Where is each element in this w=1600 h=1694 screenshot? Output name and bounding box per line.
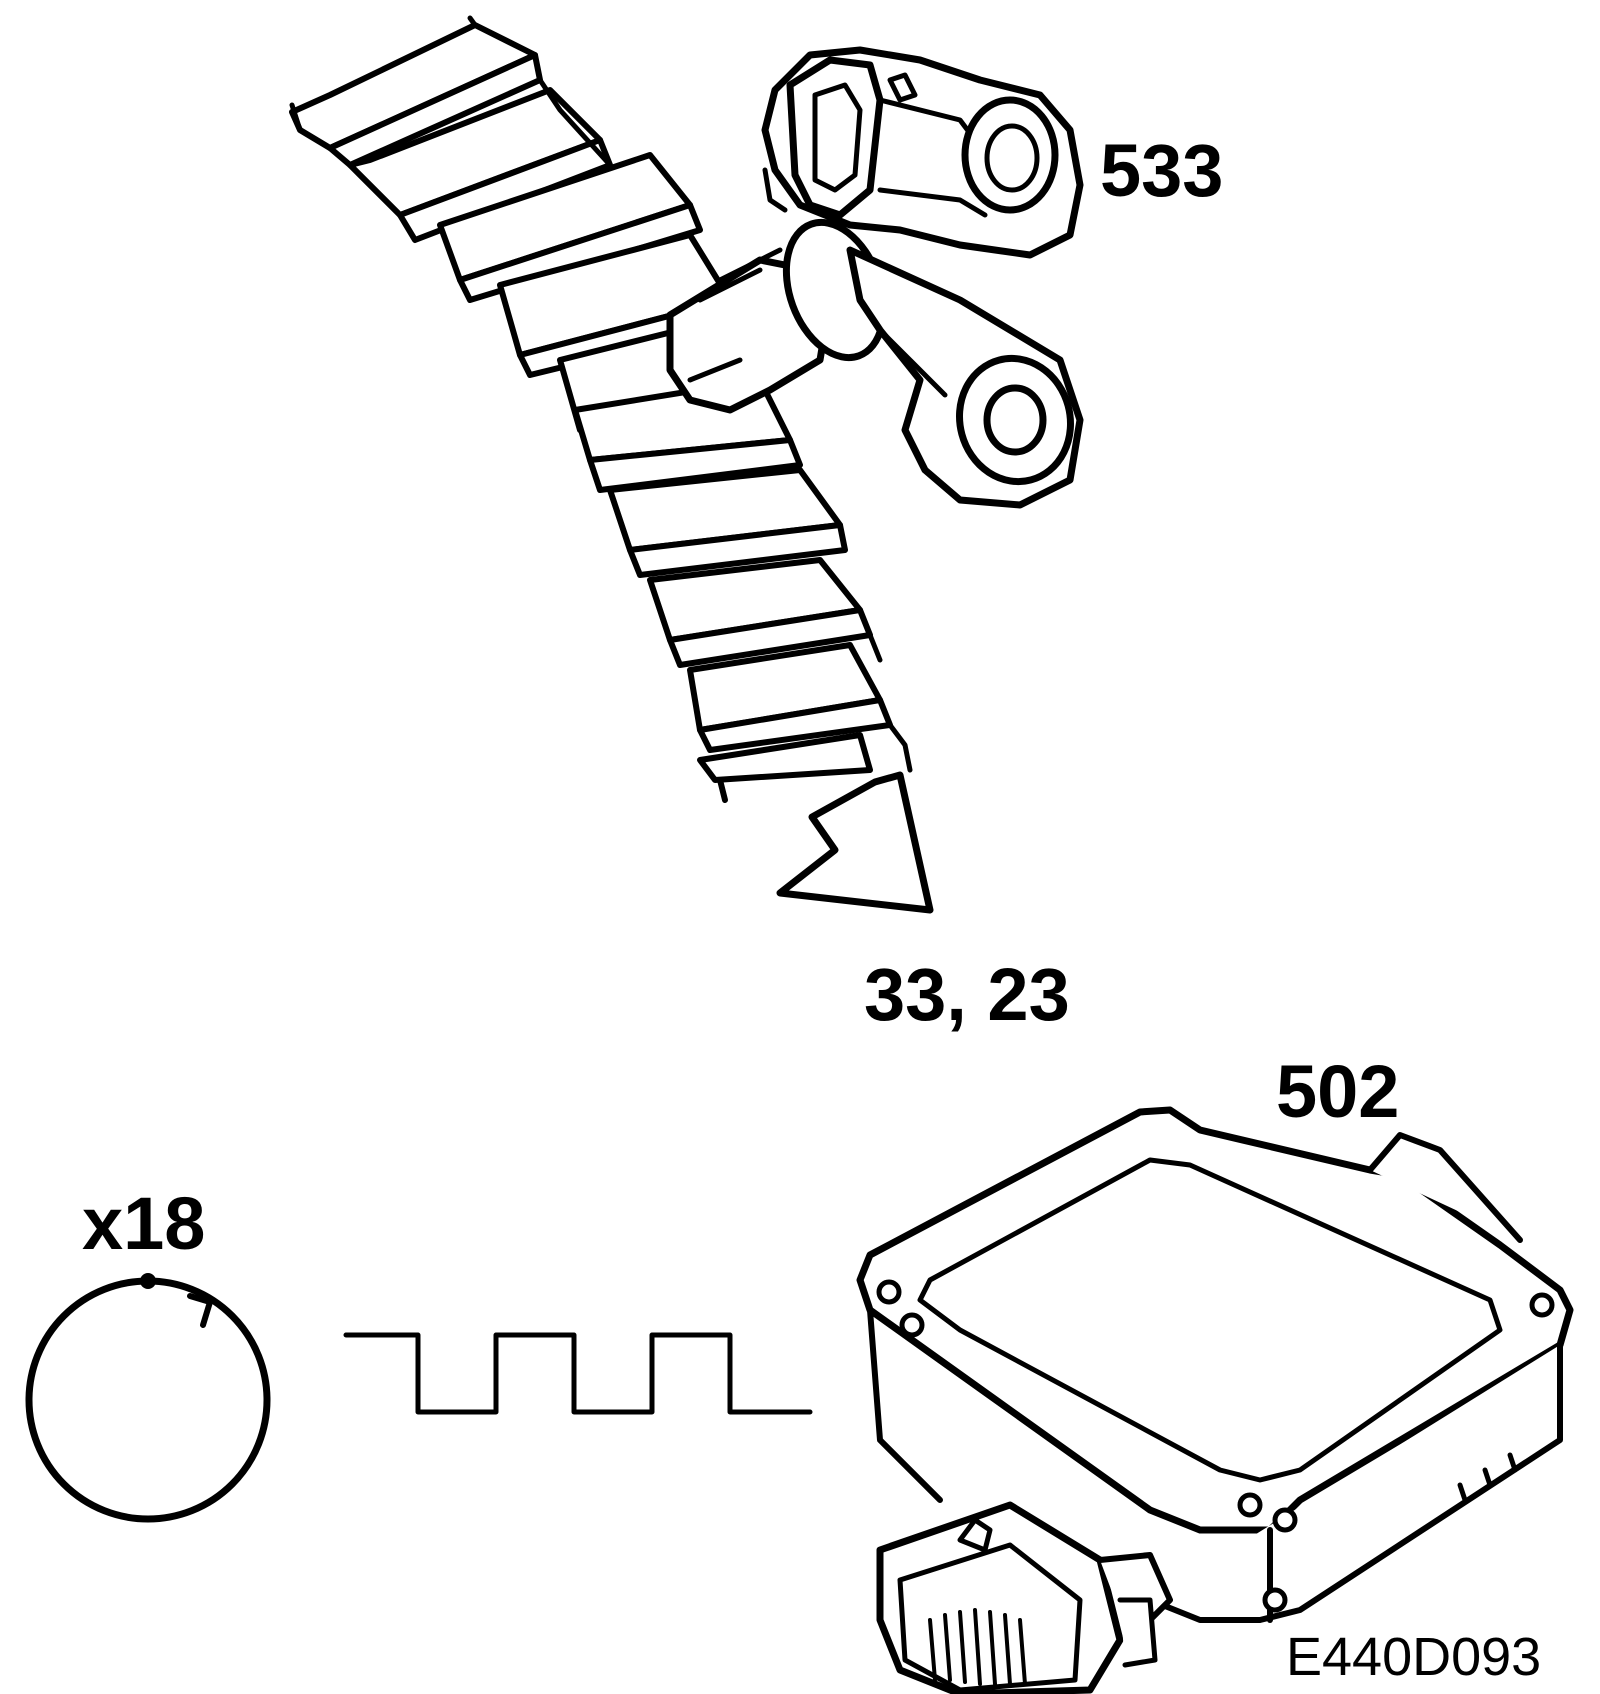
control-unit-label: 502 bbox=[1276, 1050, 1400, 1133]
reluctor-wheel-edge bbox=[289, 15, 913, 773]
teeth-count-label: x18 bbox=[82, 1182, 206, 1265]
crankshaft-position-sensor-icon bbox=[666, 46, 1084, 509]
control-module-icon bbox=[856, 1106, 1574, 1694]
figure-reference: E440D093 bbox=[1286, 1627, 1542, 1687]
signal-ids-label: 33, 23 bbox=[864, 953, 1070, 1036]
reluctor-wheel-segment bbox=[289, 22, 893, 803]
sensor-label: 533 bbox=[1100, 129, 1224, 212]
hollow-arrow-down-right-icon bbox=[776, 771, 934, 914]
rotation-circle-icon bbox=[25, 1273, 271, 1523]
square-wave-icon bbox=[343, 1332, 813, 1415]
